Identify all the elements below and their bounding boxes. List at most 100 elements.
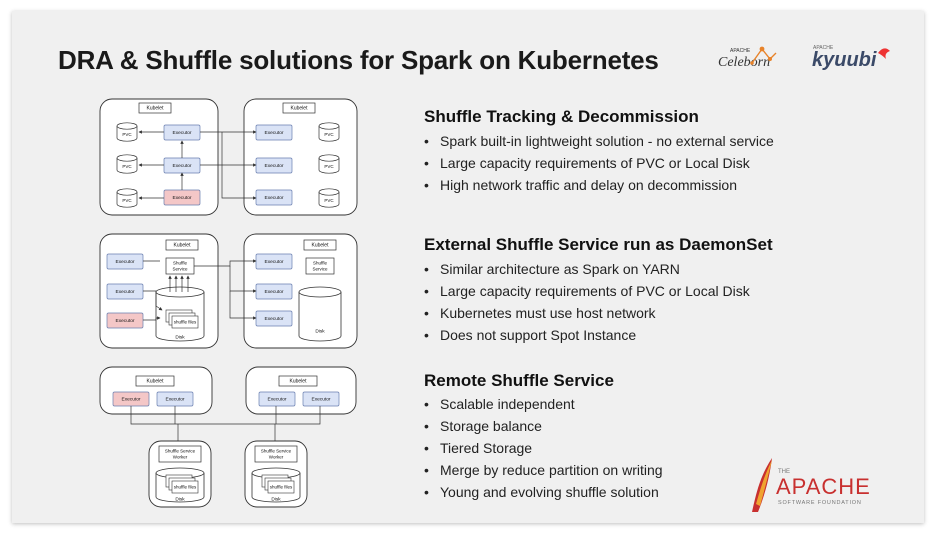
apache-logo-sub-text: SOFTWARE FOUNDATION (778, 500, 862, 506)
shuffle-service-label: Service (312, 267, 328, 272)
bullet-item: Storage balance (424, 415, 663, 437)
section-title-remote-shuffle: Remote Shuffle Service (424, 371, 614, 390)
executor-label: Executor (312, 397, 331, 403)
shuffle-service-worker-box (158, 445, 202, 463)
executor-label: Executor (116, 289, 135, 295)
shuffle-file-box (171, 315, 199, 329)
worker-label: Shuffle Service (261, 449, 292, 454)
bullet-item: Tiered Storage (424, 437, 663, 459)
executor-label: Executor (116, 259, 135, 265)
bullet-item: Does not support Spot Instance (424, 324, 750, 346)
kubelet-box (278, 375, 318, 387)
executor-label: Executor (268, 397, 287, 403)
bullet-list-external-shuffle: Similar architecture as Spark on YARN La… (424, 258, 750, 346)
connector-line (130, 406, 321, 425)
disk-label: Disk (175, 334, 185, 340)
slide-title: DRA & Shuffle solutions for Spark on Kub… (58, 45, 659, 75)
executor-label: Executor (173, 195, 192, 201)
arrow (229, 291, 257, 320)
project-logos: APACHE Celeborn APACHE kyuubi (718, 45, 890, 71)
kubelet-label: Kubelet (174, 243, 192, 249)
kyuubi-logo-apache-text: APACHE (813, 45, 834, 51)
pvc-label: PVC (324, 164, 334, 169)
shuffle-file-box (267, 480, 295, 494)
bullet-item: Merge by reduce partition on writing (424, 459, 663, 481)
bullet-list-remote-shuffle: Scalable independent Storage balance Tie… (424, 393, 663, 503)
kubelet-box (282, 102, 316, 114)
executor-box (258, 391, 296, 407)
arrow (194, 259, 257, 267)
shuffle-service-worker-box (254, 445, 298, 463)
worker-label: Worker (269, 455, 284, 460)
celeborn-logo-text: Celeborn (718, 55, 770, 70)
bullet-item: Large capacity requirements of PVC or Lo… (424, 280, 750, 302)
bullet-item: Spark built-in lightweight solution - no… (424, 130, 774, 152)
bullet-item: High network traffic and delay on decomm… (424, 174, 774, 196)
shuffle-service-label: Shuffle (313, 261, 327, 266)
disk-cylinder (298, 292, 342, 342)
pvc-cylinder-top (318, 154, 340, 162)
pvc-label: PVC (122, 132, 132, 137)
disk-cylinder-top (155, 286, 205, 298)
executor-box (302, 391, 340, 407)
shuffle-service-box (305, 257, 335, 275)
disk-label: Disk (175, 496, 185, 502)
kubelet-box (135, 375, 175, 387)
kyuubi-logo: APACHE kyuubi (812, 45, 890, 71)
bullet-item: Similar architecture as Spark on YARN (424, 258, 750, 280)
node-box (245, 366, 357, 415)
pvc-cylinder (116, 126, 138, 142)
disk-label: Disk (315, 328, 325, 334)
executor-box (106, 253, 144, 270)
executor-label: Executor (265, 259, 284, 265)
pvc-label: PVC (324, 198, 334, 203)
arrow (221, 132, 257, 200)
pvc-cylinder-top (116, 154, 138, 162)
pvc-cylinder (318, 192, 340, 208)
kubelet-label: Kubelet (290, 379, 308, 385)
shuffle-file-box (171, 480, 199, 494)
kyuubi-logo-text: kyuubi (812, 49, 877, 71)
disk-cylinder-top (298, 286, 342, 298)
executor-label: Executor (173, 130, 192, 136)
shuffle-service-label: Service (172, 267, 188, 272)
executor-label: Executor (173, 163, 192, 169)
executor-label: Executor (166, 397, 185, 403)
pvc-cylinder-top (116, 188, 138, 196)
bullet-item: Kubernetes must use host network (424, 302, 750, 324)
arrow (143, 316, 161, 321)
executor-label: Executor (265, 289, 284, 295)
shuffle-files-label: shuffle files (174, 319, 197, 324)
celeborn-logo-apache-text: APACHE (730, 48, 751, 54)
celeborn-logo: APACHE Celeborn (718, 46, 777, 70)
disk-label: Disk (271, 496, 281, 502)
pvc-label: PVC (324, 132, 334, 137)
section-title-shuffle-tracking: Shuffle Tracking & Decommission (424, 107, 699, 126)
executor-box (106, 283, 144, 300)
section-title-external-shuffle: External Shuffle Service run as DaemonSe… (424, 235, 773, 254)
executor-label: Executor (116, 318, 135, 324)
bullet-list-shuffle-tracking: Spark built-in lightweight solution - no… (424, 130, 774, 196)
pvc-label: PVC (122, 164, 132, 169)
bullet-item: Large capacity requirements of PVC or Lo… (424, 152, 774, 174)
kubelet-label: Kubelet (312, 243, 330, 249)
bullet-item: Scalable independent (424, 393, 663, 415)
worker-label: Worker (173, 455, 188, 460)
pvc-cylinder (116, 158, 138, 174)
shuffle-service-label: Shuffle (173, 261, 187, 266)
executor-label: Executor (265, 316, 284, 322)
pvc-cylinder (318, 126, 340, 142)
executor-label: Executor (265, 195, 284, 201)
pvc-cylinder (116, 192, 138, 208)
node-box (99, 366, 213, 415)
apache-logo-text: APACHE (776, 474, 871, 499)
kubelet-box (138, 102, 172, 114)
kubelet-label: Kubelet (147, 379, 165, 385)
kubelet-box (165, 239, 199, 251)
executor-box-red (106, 312, 144, 329)
pvc-label: PVC (122, 198, 132, 203)
kubelet-label: Kubelet (147, 106, 165, 112)
pvc-cylinder-top (318, 122, 340, 130)
pvc-cylinder (318, 158, 340, 174)
